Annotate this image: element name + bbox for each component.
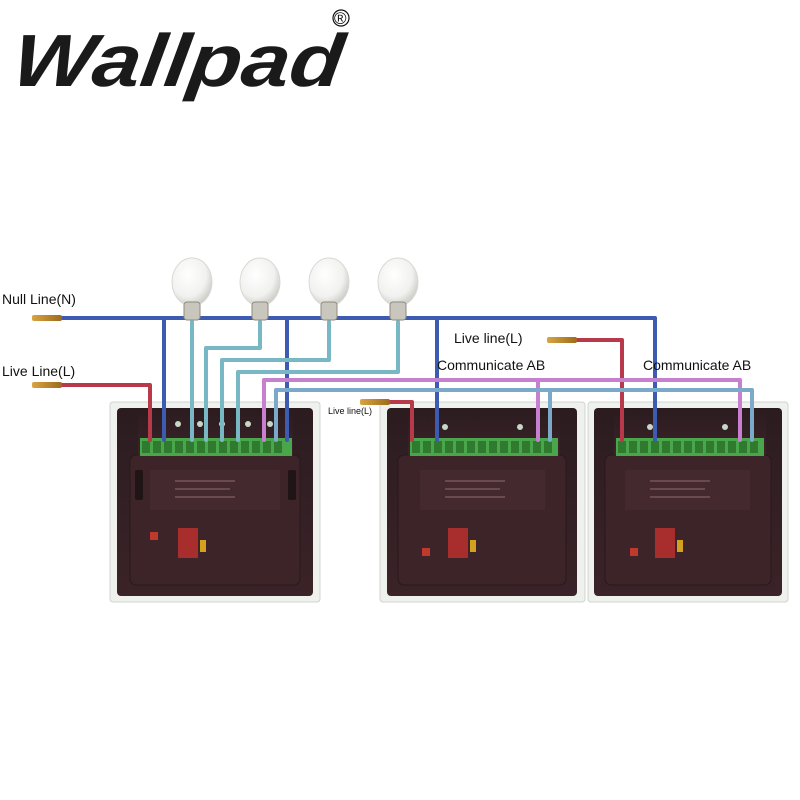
load-wire-2: [204, 320, 262, 442]
comm-wire-b: [274, 388, 754, 442]
switch-module-1: [109, 401, 321, 603]
light-bulb-icon: [239, 257, 281, 321]
brand-logo: Wallpad ®: [8, 9, 351, 102]
load-wire-4: [236, 320, 400, 442]
terminal-label-l2: L2: [473, 416, 479, 422]
copper-wire-end-icon: [32, 315, 577, 405]
null-wire: [58, 316, 657, 442]
live-wire-left: [58, 383, 152, 442]
live-wire-module-3: [573, 338, 624, 442]
terminal-label-l1: L1: [458, 416, 464, 422]
terminal-label-l3: L3: [488, 416, 494, 422]
terminal-label-n: N: [427, 416, 431, 422]
registered-mark-circle: [332, 9, 350, 27]
live-line-top-label: Live line(L): [454, 330, 522, 346]
live-wire-module-2: [386, 400, 414, 442]
terminal-label-l4: L4: [503, 416, 509, 422]
null-line-label: Null Line(N): [2, 291, 76, 307]
load-wire-3: [220, 320, 331, 442]
live-line-small-label: Live line(L): [328, 406, 372, 416]
communicate-ab-label-2: Communicate AB: [643, 357, 751, 373]
light-bulb-icon: [377, 257, 419, 321]
switch-module-3: [587, 401, 789, 603]
live-line-label: Live Line(L): [2, 363, 75, 379]
communicate-ab-label-1: Communicate AB: [437, 357, 545, 373]
brand-name: Wallpad: [8, 19, 351, 102]
light-bulb-icon: [171, 257, 213, 321]
switch-module-2: N L1 L2 L3 L4: [379, 401, 586, 603]
registered-mark: ®: [334, 9, 347, 28]
light-bulb-icon: [308, 257, 350, 321]
